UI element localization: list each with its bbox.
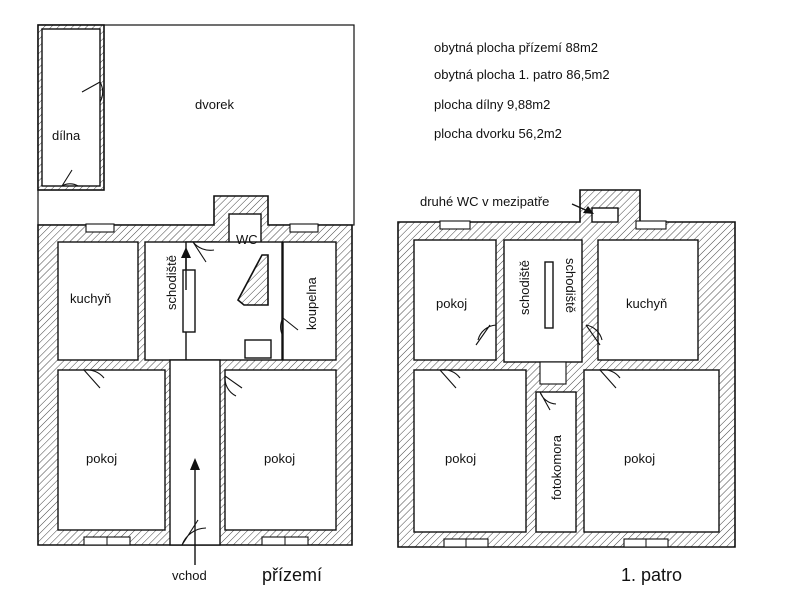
label-room-left: pokoj xyxy=(86,451,117,466)
label-room-right: pokoj xyxy=(264,451,295,466)
room-left xyxy=(57,369,166,531)
ff-wc-mezzanine xyxy=(591,207,619,223)
door-room-right xyxy=(224,375,243,397)
ff-door-4 xyxy=(599,369,621,389)
stair-arrow-head xyxy=(181,247,191,258)
ff-door-5 xyxy=(539,391,557,411)
label-wc-note: druhé WC v mezipatře xyxy=(420,194,549,209)
door-bath xyxy=(280,317,299,337)
summary-area-workshop: plocha dílny 9,88m2 xyxy=(434,97,550,112)
ff-door-3 xyxy=(439,369,461,389)
workshop-door-2 xyxy=(61,169,79,187)
ff-window-2 xyxy=(635,220,667,230)
ff-stair-hall xyxy=(503,239,583,363)
ff-door-2 xyxy=(585,324,603,346)
ground-floor-plan xyxy=(37,24,355,565)
wc-note-arrow-head xyxy=(583,206,594,214)
stair-core xyxy=(182,269,196,333)
ff-label-room-bottomright: pokoj xyxy=(624,451,655,466)
ff-room-bottomright xyxy=(583,369,720,533)
label-wc: WC xyxy=(236,232,258,247)
ff-room-topleft xyxy=(413,239,497,361)
ff-label-photo-room: fotokomora xyxy=(549,434,564,500)
ff-photo-room xyxy=(535,391,577,533)
label-yard: dvorek xyxy=(195,97,235,112)
ff-label-room-bottomleft: pokoj xyxy=(445,451,476,466)
label-kitchen: kuchyň xyxy=(70,291,111,306)
ff-label-staircase-a: schodiště xyxy=(517,260,532,315)
label-entrance: vchod xyxy=(172,568,207,583)
labels: obytná plocha přízemí 88m2 obytná plocha… xyxy=(52,40,682,585)
room-right xyxy=(224,369,337,531)
ff-stair-landing xyxy=(539,361,567,385)
first-floor-plan xyxy=(397,189,736,548)
title-first-floor: 1. patro xyxy=(621,565,682,585)
label-bathroom: koupelna xyxy=(304,276,319,330)
window-bath xyxy=(289,223,319,233)
stair-diagonal xyxy=(236,254,269,306)
title-ground-floor: přízemí xyxy=(262,565,322,585)
kitchen-room xyxy=(57,241,139,361)
door-hall xyxy=(192,241,215,263)
ff-stair-core xyxy=(544,261,554,329)
workshop-room xyxy=(41,28,101,187)
wc-room xyxy=(228,213,262,245)
ff-window-1 xyxy=(439,220,471,230)
label-workshop: dílna xyxy=(52,128,81,143)
ff-label-kitchen: kuchyň xyxy=(626,296,667,311)
summary-area-ground: obytná plocha přízemí 88m2 xyxy=(434,40,598,55)
window-kitchen xyxy=(85,223,115,233)
door-room-left xyxy=(83,369,105,389)
ff-label-staircase-b: schodiště xyxy=(563,258,578,313)
small-closet xyxy=(244,339,272,359)
ff-door-1 xyxy=(475,324,497,346)
bathroom-room xyxy=(282,241,337,361)
entrance-arrow-head xyxy=(190,458,200,470)
ff-kitchen xyxy=(597,239,699,361)
summary-area-first: obytná plocha 1. patro 86,5m2 xyxy=(434,67,610,82)
summary-area-yard: plocha dvorku 56,2m2 xyxy=(434,126,562,141)
ff-room-bottomleft xyxy=(413,369,527,533)
workshop-door xyxy=(81,81,104,103)
ff-label-room-topleft: pokoj xyxy=(436,296,467,311)
label-staircase: schodiště xyxy=(164,255,179,310)
